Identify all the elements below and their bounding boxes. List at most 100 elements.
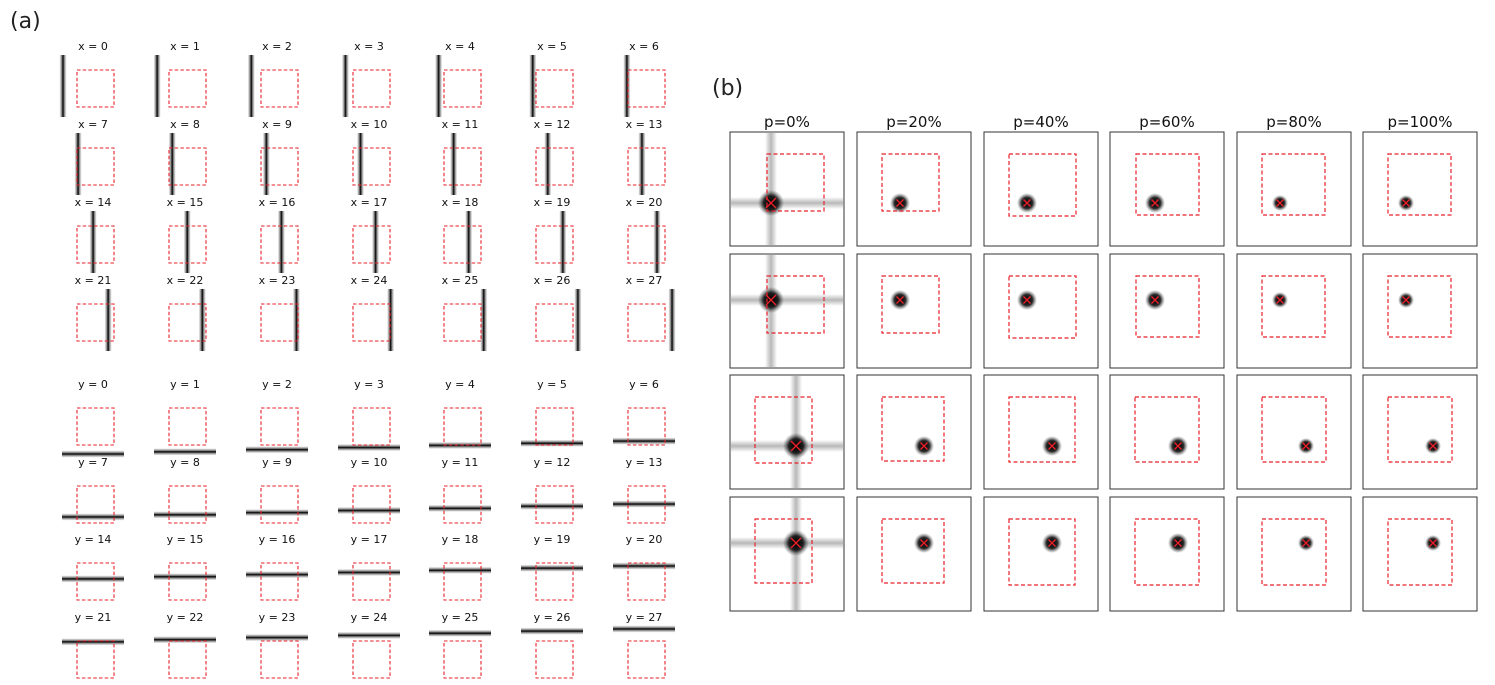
- horizontal-line: [154, 636, 216, 644]
- horizontal-streak: [731, 197, 843, 209]
- point-cell: [729, 496, 845, 612]
- scan-cell: x = 21: [75, 274, 115, 351]
- vertical-streak: [790, 376, 802, 488]
- horizontal-line: [429, 566, 491, 574]
- point-cell: [1362, 496, 1478, 612]
- cross-marker: [1302, 539, 1310, 547]
- y-scan-title: y = 0: [78, 378, 108, 391]
- y-scan-title: y = 22: [167, 611, 204, 624]
- horizontal-line: [246, 509, 308, 517]
- vertical-line: [653, 211, 661, 273]
- dashed-box: [535, 69, 574, 108]
- point-cell: [729, 374, 845, 490]
- point-cell: [1362, 253, 1478, 369]
- dashed-box: [352, 69, 391, 108]
- y-scan-title: y = 12: [534, 456, 571, 469]
- horizontal-line: [521, 439, 583, 447]
- cell-frame: [1109, 496, 1225, 612]
- cross-marker: [1429, 442, 1437, 450]
- scan-cell: x = 16: [259, 196, 299, 273]
- dashed-box: [168, 407, 207, 446]
- dashed-box: [260, 225, 299, 264]
- scan-cell: x = 19: [534, 196, 574, 273]
- cross-marker: [1276, 296, 1284, 304]
- dashed-box: [627, 69, 666, 108]
- cell-frame: [856, 496, 972, 612]
- dashed-box: [76, 303, 115, 342]
- scan-cell: y = 14: [62, 533, 124, 601]
- dashed-box: [260, 407, 299, 446]
- scan-cell: y = 9: [246, 456, 308, 524]
- cell-frame: [1362, 496, 1478, 612]
- cross-marker: [896, 199, 904, 207]
- dashed-box: [352, 225, 391, 264]
- cross-marker: [1174, 539, 1182, 547]
- horizontal-line: [429, 629, 491, 637]
- point-cell: [983, 374, 1099, 490]
- dashed-box: [168, 485, 207, 524]
- y-scan-title: y = 25: [442, 611, 479, 624]
- dashed-box: [535, 562, 574, 601]
- x-scan-title: x = 9: [262, 118, 292, 131]
- cross-marker: [790, 440, 802, 452]
- x-scan-title: x = 11: [442, 118, 479, 131]
- x-scan-title: x = 25: [442, 274, 479, 287]
- dashed-box: [535, 303, 574, 342]
- x-scan-title: x = 15: [167, 196, 204, 209]
- point-cell: [1236, 496, 1352, 612]
- y-scan-title: y = 18: [442, 533, 479, 546]
- scan-cell: y = 24: [338, 611, 400, 679]
- vertical-line: [668, 289, 676, 351]
- cell-frame: [729, 131, 845, 247]
- dashed-box: [443, 640, 482, 679]
- x-scan-title: x = 1: [170, 40, 200, 53]
- scan-cell: x = 22: [167, 274, 207, 351]
- dashed-box: [627, 225, 666, 264]
- dashed-box: [76, 225, 115, 264]
- vertical-line: [168, 133, 176, 195]
- dashed-box: [352, 303, 391, 342]
- y-scan-title: y = 23: [259, 611, 296, 624]
- point-cell: [856, 496, 972, 612]
- dashed-box: [168, 69, 207, 108]
- scan-cell: y = 7: [62, 456, 124, 524]
- scan-cell: y = 18: [429, 533, 491, 601]
- panel-b: p=0%p=20%p=40%p=60%p=80%p=100%: [729, 113, 1478, 612]
- dashed-box: [443, 147, 482, 186]
- scan-cell: x = 9: [260, 118, 299, 195]
- x-scan-title: x = 18: [442, 196, 479, 209]
- cross-marker: [896, 296, 904, 304]
- y-scan-title: y = 13: [626, 456, 663, 469]
- y-scan-title: y = 26: [534, 611, 571, 624]
- dashed-box: [881, 275, 940, 334]
- vertical-line: [435, 55, 443, 117]
- x-scan-title: x = 2: [262, 40, 292, 53]
- horizontal-line: [613, 625, 675, 633]
- y-scan-title: y = 24: [351, 611, 388, 624]
- horizontal-line: [62, 450, 124, 458]
- x-scan-title: x = 22: [167, 274, 204, 287]
- horizontal-line: [62, 638, 124, 646]
- scan-cell: x = 10: [351, 118, 391, 195]
- p-column-title: p=40%: [1013, 113, 1068, 131]
- scan-cell: x = 6: [623, 40, 666, 117]
- y-scan-title: y = 16: [259, 533, 296, 546]
- vertical-line: [480, 289, 488, 351]
- x-scan-title: x = 4: [445, 40, 475, 53]
- vertical-line: [104, 289, 112, 351]
- horizontal-line: [613, 562, 675, 570]
- dashed-box: [443, 303, 482, 342]
- cross-marker: [1174, 442, 1182, 450]
- horizontal-line: [338, 568, 400, 576]
- x-scan-title: x = 0: [78, 40, 108, 53]
- dashed-box: [168, 303, 207, 342]
- scan-cell: y = 22: [154, 611, 216, 679]
- horizontal-line: [338, 631, 400, 639]
- scan-cell: x = 2: [247, 40, 299, 117]
- y-scan-title: y = 21: [75, 611, 112, 624]
- cell-frame: [856, 253, 972, 369]
- vertical-line: [559, 211, 567, 273]
- scan-cell: y = 25: [429, 611, 491, 679]
- horizontal-line: [521, 502, 583, 510]
- vertical-line: [638, 133, 646, 195]
